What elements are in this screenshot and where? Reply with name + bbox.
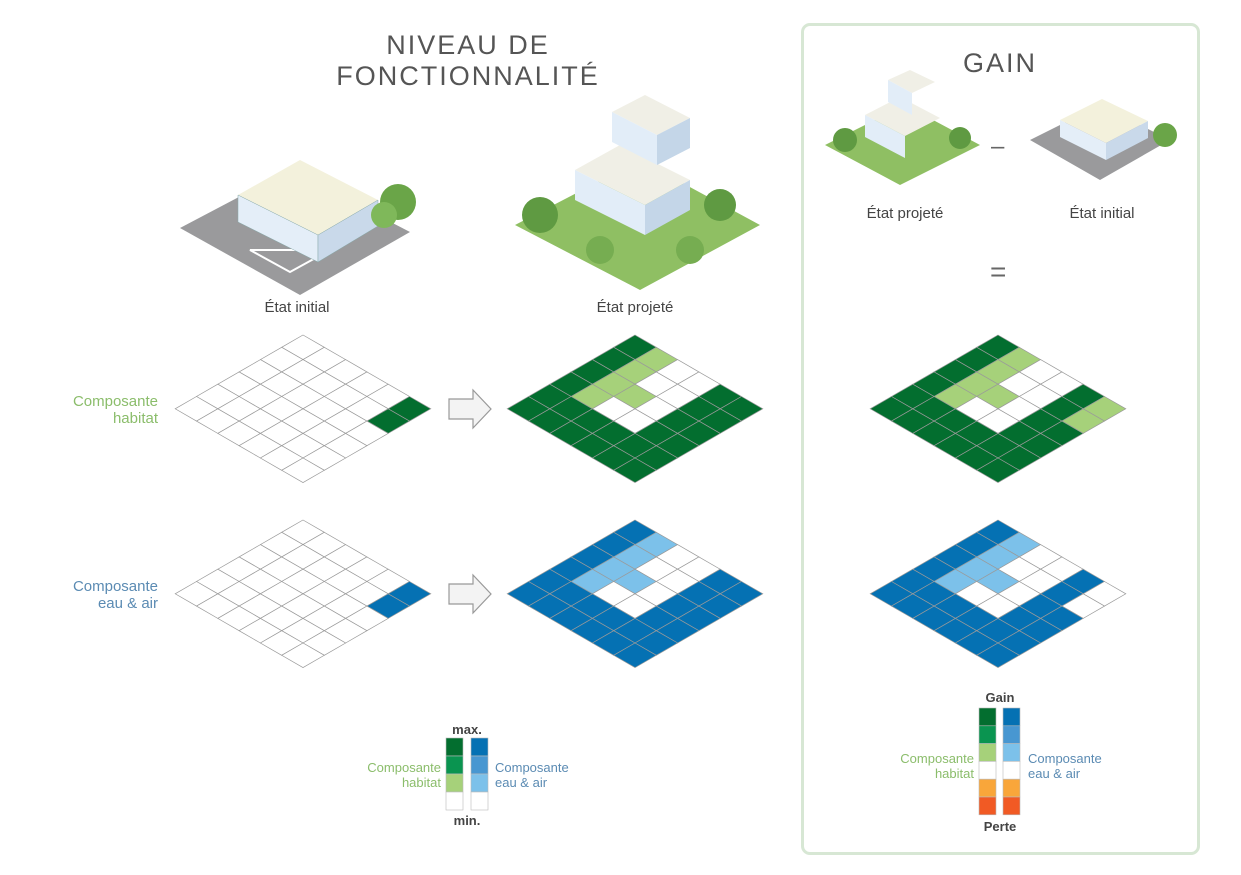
grid-cell bbox=[613, 642, 657, 669]
legend-max-label: max. bbox=[452, 722, 482, 737]
legend-gain-label: Gain bbox=[985, 690, 1015, 705]
gain-projected-illustration bbox=[825, 70, 980, 185]
label-line: Composante bbox=[72, 393, 158, 410]
label-line: habitat bbox=[934, 766, 974, 781]
grid-water-projected bbox=[506, 519, 764, 669]
grid-water-initial bbox=[174, 519, 432, 669]
label-line: habitat bbox=[401, 775, 441, 790]
gain-legend-swatch-habitat bbox=[978, 778, 997, 798]
label-line: eau & air bbox=[495, 775, 548, 790]
gain-title: GAIN bbox=[962, 48, 1037, 78]
grid-cell bbox=[281, 457, 325, 484]
equals-sign: = bbox=[990, 256, 1007, 287]
label-line: habitat bbox=[112, 410, 158, 427]
legend-swatch-water bbox=[470, 755, 489, 775]
minus-sign: – bbox=[991, 133, 1005, 160]
gain-legend-swatch-water bbox=[1002, 707, 1021, 727]
gain-legend-swatch-habitat bbox=[978, 707, 997, 727]
arrow-right-icon bbox=[448, 388, 492, 430]
gain-legend-swatch-water bbox=[1002, 725, 1021, 744]
legend-swatch-water bbox=[470, 773, 489, 793]
grid-cell bbox=[976, 457, 1020, 484]
legend-swatch-habitat bbox=[445, 755, 464, 775]
label-line: Composante bbox=[367, 760, 441, 775]
title-line-2: FONCTIONNALITÉ bbox=[336, 61, 600, 91]
label-water-air-component: Composante eau & air bbox=[73, 578, 158, 612]
initial-state-illustration bbox=[180, 160, 416, 295]
page-title: NIVEAU DE FONCTIONNALITÉ bbox=[318, 30, 618, 92]
legend-swatch-habitat bbox=[445, 737, 464, 757]
legend-swatch-water bbox=[470, 737, 489, 757]
arrow-right-icon bbox=[448, 573, 492, 615]
legend-water-label: Composante eau & air bbox=[495, 760, 569, 790]
label-line: Composante bbox=[72, 578, 158, 595]
label-line: Composante bbox=[495, 760, 569, 775]
legend-swatch-water bbox=[470, 791, 489, 811]
gain-legend-habitat-label: Composante habitat bbox=[900, 751, 974, 781]
legend-min-label: min. bbox=[453, 813, 481, 828]
projected-state-illustration bbox=[515, 95, 760, 290]
legend-swatch-habitat bbox=[445, 791, 464, 811]
grid-cell bbox=[281, 642, 325, 669]
label-line: Composante bbox=[900, 751, 974, 766]
legend-habitat-label: Composante habitat bbox=[367, 760, 441, 790]
grid-cell bbox=[613, 457, 657, 484]
label-line: Composante bbox=[1028, 751, 1102, 766]
grid-habitat-projected bbox=[506, 334, 764, 484]
gain-caption-projected: État projeté bbox=[866, 205, 944, 222]
grid-cell bbox=[976, 642, 1020, 669]
gain-panel bbox=[801, 23, 1200, 855]
gain-legend-swatch-habitat bbox=[978, 796, 997, 816]
label-line: eau & air bbox=[1028, 766, 1081, 781]
grid-water-gain bbox=[869, 519, 1127, 669]
gain-legend-swatch-water bbox=[1002, 761, 1021, 780]
gain-legend-water-label: Composante eau & air bbox=[1028, 751, 1102, 781]
legend-loss-label: Perte bbox=[983, 819, 1017, 834]
gain-initial-illustration bbox=[1030, 99, 1177, 180]
label-habitat-component: Composante habitat bbox=[73, 393, 158, 427]
gain-legend-swatch-water bbox=[1002, 796, 1021, 816]
legend-swatch-habitat bbox=[445, 773, 464, 793]
caption-initial: État initial bbox=[264, 299, 330, 316]
grid-habitat-gain bbox=[869, 334, 1127, 484]
grid-habitat-initial bbox=[174, 334, 432, 484]
gain-legend-swatch-habitat bbox=[978, 743, 997, 762]
label-line: eau & air bbox=[97, 595, 158, 612]
caption-projected: État projeté bbox=[596, 299, 674, 316]
gain-legend-swatch-water bbox=[1002, 743, 1021, 762]
gain-legend-swatch-water bbox=[1002, 778, 1021, 798]
title-line-1: NIVEAU DE bbox=[386, 30, 550, 60]
gain-legend-swatch-habitat bbox=[978, 725, 997, 744]
gain-legend-swatch-habitat bbox=[978, 761, 997, 780]
gain-caption-initial: État initial bbox=[1069, 205, 1135, 222]
